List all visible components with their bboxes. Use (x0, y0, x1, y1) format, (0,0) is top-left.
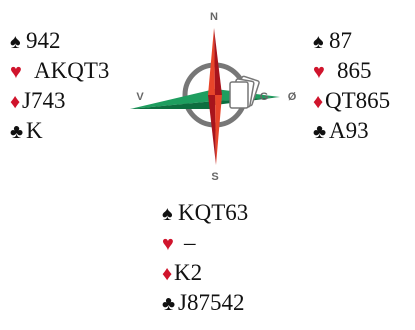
west-spades-cards: 942 (26, 28, 61, 53)
south-clubs-row: ♣J87542 (162, 288, 248, 318)
south-diamonds-row: ♦K2 (162, 258, 248, 288)
west-clubs-row: ♣K (10, 116, 109, 146)
east-diamonds-cards: QT865 (325, 88, 391, 113)
west-spades-row: ♠942 (10, 26, 109, 56)
south-label: S (211, 171, 218, 183)
west-clubs-cards: K (26, 118, 43, 143)
south-spades-cards: KQT63 (178, 200, 249, 225)
east-diamonds-row: ♦QT865 (313, 86, 390, 116)
north-needle-right (214, 28, 222, 95)
west-hand: ♠942 ♥ AKQT3 ♦J743 ♣K (10, 26, 109, 146)
south-hearts-cards: – (184, 230, 196, 255)
east-clubs-row: ♣A93 (313, 116, 390, 146)
club-icon: ♣ (162, 293, 176, 315)
west-label: V (136, 91, 144, 103)
heart-icon: ♥ (162, 233, 174, 255)
north-needle-left (208, 28, 215, 95)
west-hearts-row: ♥ AKQT3 (10, 56, 109, 86)
west-diamonds-cards: J743 (22, 88, 66, 113)
south-hand: ♠KQT63 ♥– ♦K2 ♣J87542 (162, 198, 248, 318)
south-needle-left (208, 95, 216, 165)
east-clubs-cards: A93 (329, 118, 369, 143)
club-icon: ♣ (10, 121, 24, 143)
east-label: Ø (288, 91, 297, 103)
card-stack-icon (229, 75, 260, 109)
west-needle-shade (130, 101, 215, 109)
south-spades-row: ♠KQT63 (162, 198, 248, 228)
west-needle (130, 89, 215, 109)
diamond-icon: ♦ (10, 91, 21, 113)
diamond-icon: ♦ (162, 263, 173, 285)
heart-icon: ♥ (10, 61, 22, 83)
heart-icon: ♥ (313, 61, 325, 83)
west-diamonds-row: ♦J743 (10, 86, 109, 116)
south-needle-right (215, 95, 222, 165)
diamond-icon: ♦ (313, 91, 324, 113)
east-hand: ♠87 ♥ 865 ♦QT865 ♣A93 (313, 26, 390, 146)
west-hearts-cards: AKQT3 (34, 58, 110, 83)
spade-icon: ♠ (10, 31, 21, 53)
south-diamonds-cards: K2 (174, 260, 203, 285)
east-hearts-row: ♥ 865 (313, 56, 390, 86)
north-label: N (210, 11, 218, 23)
spade-icon: ♠ (162, 203, 173, 225)
east-spades-row: ♠87 (313, 26, 390, 56)
spade-icon: ♠ (313, 31, 324, 53)
south-clubs-cards: J87542 (178, 290, 245, 315)
compass-rose: G N S V Ø (130, 11, 297, 183)
club-icon: ♣ (313, 121, 327, 143)
card-label: G (260, 91, 269, 103)
south-hearts-row: ♥– (162, 228, 248, 258)
east-spades-cards: 87 (329, 28, 352, 53)
east-hearts-cards: 865 (337, 58, 372, 83)
